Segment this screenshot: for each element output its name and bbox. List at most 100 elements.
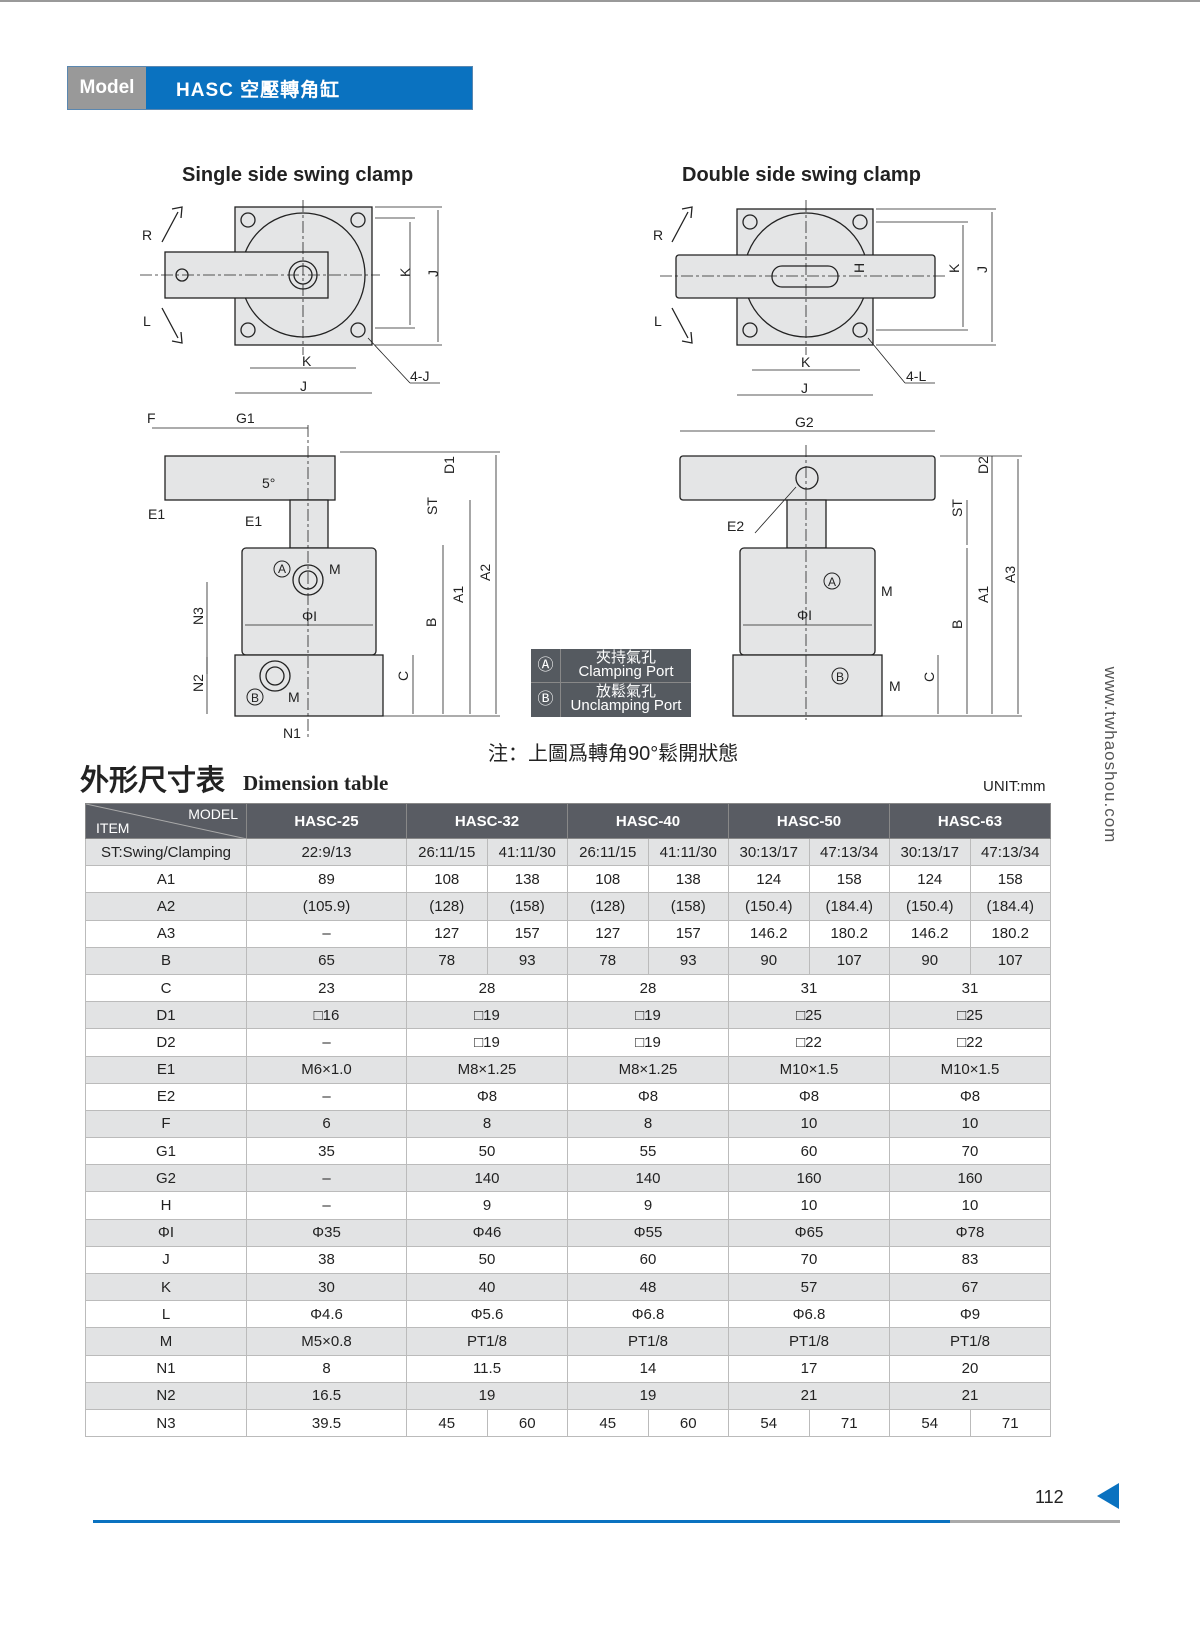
value-cell: 10: [728, 1191, 890, 1220]
value-cell: 60: [728, 1137, 890, 1166]
corner-model: MODEL: [188, 806, 238, 822]
label-g2: G2: [795, 414, 814, 430]
value-cell: 71: [969, 1408, 1051, 1438]
label-angle: 5°: [262, 475, 275, 491]
value-cell: 90: [728, 946, 810, 975]
value-cell: (158): [647, 892, 729, 921]
label-d2: D2: [975, 456, 991, 474]
value-cell: 8: [406, 1109, 568, 1139]
value-cell: 158: [969, 865, 1051, 894]
port-a-icon: Ⓐ: [531, 649, 561, 682]
value-cell: Φ6.8: [567, 1300, 729, 1329]
value-cell: 26:11/15: [406, 837, 488, 867]
value-cell: (105.9): [246, 892, 407, 921]
value-cell: 140: [406, 1164, 568, 1193]
top-rule: [0, 0, 1200, 2]
item-cell: D2: [85, 1028, 247, 1057]
value-cell: –: [246, 919, 407, 948]
value-cell: M5×0.8: [246, 1327, 407, 1356]
label-d1: D1: [441, 456, 457, 474]
value-cell: □19: [567, 1028, 729, 1057]
item-cell: N2: [85, 1381, 247, 1410]
value-cell: M6×1.0: [246, 1055, 407, 1084]
value-cell: 180.2: [808, 919, 890, 948]
value-cell: 138: [486, 865, 568, 894]
table-row: D1□16□19□19□25□25: [85, 1001, 1051, 1030]
label-l: L: [654, 313, 662, 329]
single-clamp-title: Single side swing clamp: [182, 164, 413, 186]
item-cell: A2: [85, 892, 247, 921]
label-a1: A1: [450, 586, 466, 603]
label-g1: G1: [236, 410, 255, 426]
value-cell: Φ8: [567, 1082, 729, 1111]
value-cell: –: [246, 1082, 407, 1111]
value-cell: 10: [728, 1109, 890, 1139]
item-cell: A3: [85, 919, 247, 948]
value-cell: 93: [486, 946, 568, 975]
value-cell: Φ8: [406, 1082, 568, 1111]
value-cell: □19: [406, 1028, 568, 1057]
double-clamp-title: Double side swing clamp: [682, 164, 921, 186]
label-b: B: [423, 618, 439, 627]
item-cell: L: [85, 1300, 247, 1329]
value-cell: Φ35: [246, 1218, 407, 1247]
unit-label: UNIT:mm: [983, 778, 1046, 795]
value-cell: 10: [889, 1109, 1051, 1139]
value-cell: 6: [246, 1109, 407, 1139]
item-cell: K: [85, 1272, 247, 1302]
label-h: H: [851, 263, 867, 273]
label-c: C: [395, 671, 411, 681]
item-cell: E2: [85, 1082, 247, 1111]
value-cell: 108: [567, 865, 649, 894]
corner-item: ITEM: [96, 820, 130, 836]
label-j: J: [425, 270, 441, 277]
label-a2: A2: [477, 564, 493, 581]
value-cell: 60: [647, 1408, 729, 1438]
label-st: ST: [424, 497, 440, 515]
value-cell: 67: [889, 1272, 1051, 1302]
model-header: HASC-32: [406, 803, 568, 839]
value-cell: 50: [406, 1245, 568, 1275]
label-f: F: [147, 410, 156, 426]
value-cell: –: [246, 1164, 407, 1193]
item-cell: G2: [85, 1164, 247, 1193]
label-m: M: [288, 689, 300, 705]
value-cell: (150.4): [889, 892, 971, 921]
value-cell: 127: [567, 919, 649, 948]
value-cell: 157: [486, 919, 568, 948]
value-cell: 30:13/17: [728, 837, 810, 867]
label-a1: A1: [975, 586, 991, 603]
label-n2: N2: [190, 674, 206, 692]
legend-en: Clamping Port: [578, 663, 674, 680]
value-cell: 31: [889, 973, 1051, 1003]
value-cell: 158: [808, 865, 890, 894]
label-k: K: [397, 267, 413, 277]
technical-drawings: Single side swing clamp R L K J K J 4-J …: [140, 164, 1022, 741]
value-cell: 90: [889, 946, 971, 975]
value-cell: PT1/8: [567, 1327, 729, 1356]
value-cell: 14: [567, 1354, 729, 1383]
value-cell: 30: [246, 1272, 407, 1302]
label-m: M: [889, 678, 901, 694]
value-cell: 180.2: [969, 919, 1051, 948]
value-cell: 8: [567, 1109, 729, 1139]
value-cell: 107: [808, 946, 890, 975]
value-cell: □22: [728, 1028, 890, 1057]
value-cell: Φ8: [889, 1082, 1051, 1111]
table-title-zh: 外形尺寸表: [80, 763, 226, 797]
value-cell: Φ8: [728, 1082, 890, 1111]
item-cell: B: [85, 946, 247, 975]
value-cell: 28: [567, 973, 729, 1003]
value-cell: M8×1.25: [567, 1055, 729, 1084]
item-cell: G1: [85, 1137, 247, 1166]
